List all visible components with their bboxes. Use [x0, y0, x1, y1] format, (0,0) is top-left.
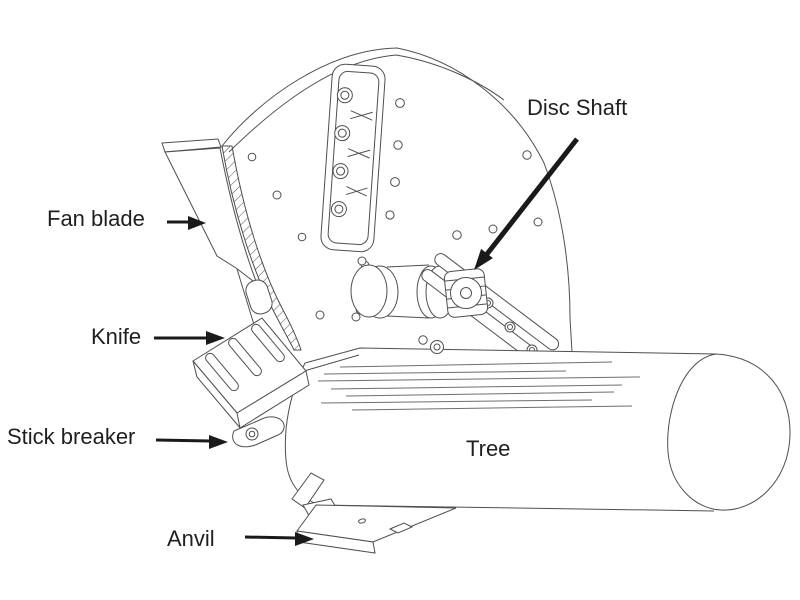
knife-arrow [154, 331, 225, 345]
callout-arrows [154, 137, 579, 546]
tree-log-part [284, 340, 791, 512]
stick-breaker-arrow [155, 435, 228, 449]
anvil-arrow [244, 532, 314, 546]
fan-blade-arrow [167, 216, 206, 230]
label-stick-breaker: Stick breaker [7, 424, 136, 449]
disc-shaft-part [350, 253, 560, 368]
disc-shaft-arrow [474, 137, 579, 270]
label-knife: Knife [91, 324, 142, 349]
disc-part [221, 47, 573, 353]
label-disc-shaft: Disc Shaft [527, 95, 628, 120]
label-fan-blade: Fan blade [47, 206, 145, 231]
fan-blade-part [161, 138, 273, 342]
label-tree: Tree [466, 436, 511, 461]
knife-holder-part [320, 63, 386, 253]
knife-part [192, 317, 310, 430]
stick-breaker-part [232, 416, 285, 448]
anvil-part [291, 472, 457, 554]
label-anvil: Anvil [167, 526, 215, 551]
wood-grain [317, 361, 641, 411]
